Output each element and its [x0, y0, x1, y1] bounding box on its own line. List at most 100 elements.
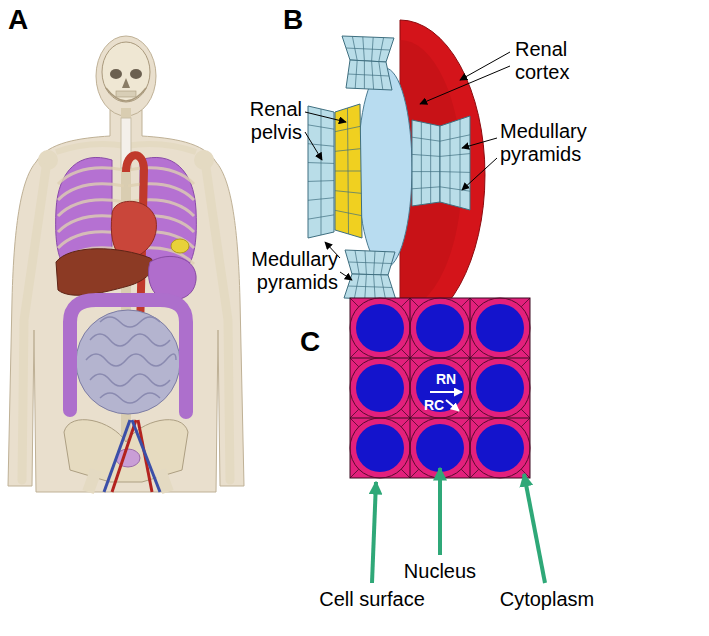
mesh-line: [470, 358, 479, 367]
mesh-line: [521, 349, 530, 358]
medullary-pyramid: [440, 116, 470, 210]
leader-line: [462, 138, 497, 148]
mesh-line: [440, 135, 470, 141]
mesh-line: [401, 469, 410, 478]
mesh-line: [440, 154, 470, 157]
mesh-line: [349, 262, 392, 264]
mesh-line: [521, 358, 530, 367]
mesh-line: [335, 210, 362, 215]
mesh-line: [521, 409, 530, 418]
medullary-pyramid: [345, 250, 395, 275]
head-outline: [96, 36, 156, 116]
pointer-arrow: [372, 482, 376, 583]
mesh-line: [461, 298, 470, 307]
cell-surface: [350, 298, 410, 358]
mesh-line: [350, 418, 359, 427]
nucleus: [416, 304, 464, 352]
mesh-line: [346, 48, 390, 50]
mesh-line: [470, 469, 479, 478]
body-outline: [8, 110, 244, 492]
nucleus: [476, 364, 524, 412]
leader-line: [305, 112, 346, 122]
mesh-line: [335, 191, 361, 194]
small-intestine: [76, 310, 180, 414]
mesh-line: [410, 409, 419, 418]
clavicle: [56, 144, 126, 152]
radius-arrow: [446, 400, 459, 411]
nucleus: [476, 304, 524, 352]
mesh-line: [440, 171, 470, 173]
mesh-line: [401, 409, 410, 418]
mesh-line: [401, 349, 410, 358]
structure-label: Nucleus: [404, 560, 476, 583]
cell-surface: [470, 418, 530, 478]
jaw: [106, 88, 146, 101]
mesh-line: [308, 215, 334, 219]
intestine-loop: [86, 354, 176, 366]
structure-label: Medullary pyramids: [500, 120, 610, 166]
mesh-line: [421, 122, 422, 205]
radius-label: RN: [436, 371, 456, 387]
mesh-line: [335, 126, 360, 131]
leader-line: [420, 66, 510, 104]
leader-line: [460, 52, 510, 80]
mesh-line: [308, 162, 334, 164]
nucleus: [356, 304, 404, 352]
intestine-loop: [100, 317, 160, 327]
mesh-line: [308, 198, 334, 201]
mesh-line: [470, 298, 479, 307]
panel-letter: C: [300, 326, 320, 358]
structure-label: Cytoplasm: [500, 588, 594, 611]
mesh-line: [350, 469, 359, 478]
mesh-line: [308, 180, 334, 182]
mesh-line: [335, 171, 361, 172]
mesh-line: [461, 349, 470, 358]
mesh-line: [348, 286, 392, 288]
mesh-line: [521, 298, 530, 307]
mesh-line: [460, 119, 461, 207]
mesh-line: [350, 358, 359, 367]
arm-bone: [22, 168, 46, 480]
vein: [104, 420, 130, 492]
panel-letter: B: [283, 4, 303, 36]
colon: [70, 300, 186, 412]
mesh-line: [470, 349, 479, 358]
radius-label: RC: [424, 397, 444, 413]
mesh-line: [410, 358, 419, 367]
mesh-line: [308, 125, 334, 129]
intestine-loop: [90, 374, 170, 386]
mesh-line: [348, 74, 389, 76]
liver: [56, 249, 154, 296]
leader-line: [305, 132, 322, 160]
cell-surface: [470, 358, 530, 418]
mesh-line: [321, 109, 322, 235]
mesh-line: [350, 349, 359, 358]
eye-socket: [110, 69, 122, 79]
mesh-line: [412, 154, 440, 156]
adrenal: [171, 239, 189, 253]
nose-cavity: [122, 78, 130, 88]
mesh-line: [412, 171, 440, 172]
mesh-line: [412, 137, 440, 141]
medullary-pyramid: [412, 120, 440, 206]
structure-label: Renal cortex: [515, 38, 605, 84]
renal-pelvis: [335, 104, 362, 238]
mesh-line: [412, 187, 440, 189]
cell-model: [350, 298, 545, 583]
mesh-line: [410, 349, 419, 358]
pointer-arrow: [524, 474, 545, 583]
cell-surface: [470, 298, 530, 358]
mesh-line: [350, 409, 359, 418]
structure-label: Cell surface: [319, 588, 425, 611]
nucleus: [416, 424, 464, 472]
mesh-line: [470, 409, 479, 418]
clavicle: [126, 144, 196, 152]
cell-surface: [350, 358, 410, 418]
medullary-pyramid: [344, 274, 396, 300]
skull: [102, 42, 150, 102]
renal-cortex: [400, 20, 485, 330]
femur: [160, 470, 168, 492]
cell-surface: [410, 298, 470, 358]
